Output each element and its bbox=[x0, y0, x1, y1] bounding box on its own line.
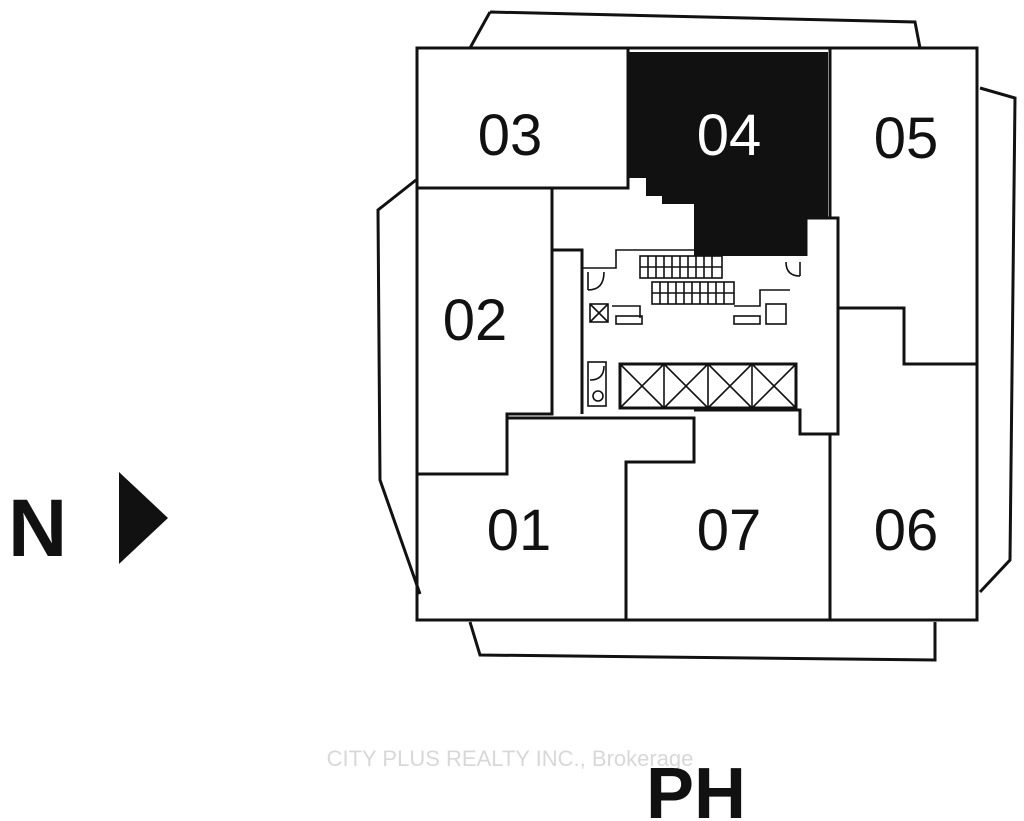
north-label: N bbox=[8, 483, 67, 574]
unit-05-label: 05 bbox=[874, 106, 939, 171]
stair-upper bbox=[639, 255, 735, 305]
north-compass: N bbox=[8, 472, 168, 574]
unit-07-label: 07 bbox=[697, 498, 762, 563]
service-shafts bbox=[589, 303, 787, 325]
building-core bbox=[552, 216, 838, 414]
unit-04-highlighted[interactable]: 04 bbox=[628, 52, 828, 256]
unit-06-label: 06 bbox=[874, 498, 939, 563]
unit-04-label: 04 bbox=[697, 103, 762, 168]
unit-02[interactable]: 02 bbox=[417, 186, 554, 476]
building-outer-outline bbox=[376, 10, 1017, 662]
watermark: CITY PLUS REALTY INC., Brokerage bbox=[327, 746, 694, 771]
unit-06[interactable]: 06 bbox=[830, 306, 977, 563]
unit-01[interactable]: 01 bbox=[417, 416, 696, 620]
unit-02-label: 02 bbox=[443, 288, 508, 353]
door-swings bbox=[587, 261, 801, 291]
unit-07[interactable]: 07 bbox=[624, 408, 832, 620]
elevator-bank bbox=[587, 361, 798, 410]
floor-label: PH bbox=[646, 754, 746, 821]
unit-03[interactable]: 03 bbox=[415, 46, 630, 190]
unit-03-label: 03 bbox=[478, 103, 543, 168]
unit-01-label: 01 bbox=[487, 498, 552, 563]
triangle-right-icon bbox=[119, 472, 168, 564]
